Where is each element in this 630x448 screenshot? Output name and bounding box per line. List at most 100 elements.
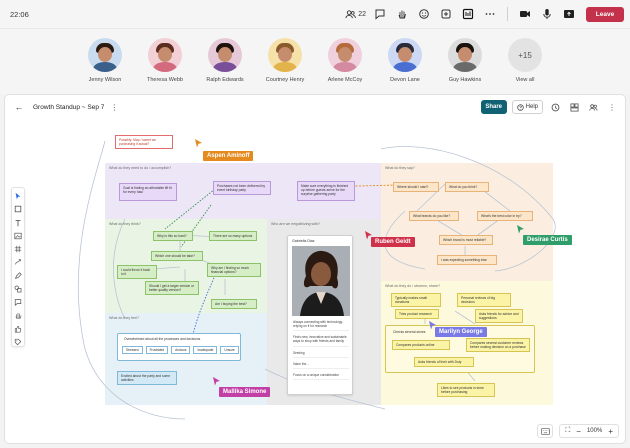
pointer-icon <box>15 192 21 200</box>
avatar <box>268 38 302 72</box>
feel-tag[interactable]: Frustrated <box>145 346 169 354</box>
fit-to-screen-icon[interactable]: ⛶ <box>565 427 571 434</box>
sticky-note-think-2[interactable]: There are so many options <box>209 231 257 242</box>
sticky-note-hear-1[interactable]: Typically makes small donations <box>391 293 441 308</box>
camera-button[interactable] <box>514 4 536 24</box>
sticky-note-say-5[interactable]: Which brand is most reliable? <box>439 235 493 246</box>
tag-tool[interactable] <box>13 338 23 346</box>
participants-button[interactable] <box>586 100 600 114</box>
sticky-note-hear-6[interactable]: Compares products online <box>392 340 450 351</box>
feel-tag[interactable]: Inadequate <box>193 346 218 354</box>
persona-description: Always connecting with technology, relyi… <box>293 320 349 384</box>
zoom-in-button[interactable]: + <box>608 426 613 436</box>
sticky-note-think-1[interactable]: Why is this so hard? <box>153 231 193 242</box>
keyboard-icon <box>541 427 550 435</box>
participant-tile[interactable]: Devon Lane <box>384 38 426 94</box>
hear-group[interactable]: Checks several stores Compares products … <box>385 325 535 373</box>
connector-tool[interactable] <box>13 258 23 266</box>
chat-button[interactable] <box>369 4 391 24</box>
comment-tool[interactable] <box>13 298 23 307</box>
more-icon: ⋮ <box>608 102 616 112</box>
sticky-note-say-6[interactable]: I was expecting something else <box>437 255 497 266</box>
more-icon <box>485 13 495 15</box>
participant-tile[interactable]: Ralph Edwards <box>204 38 246 94</box>
more-button[interactable] <box>479 4 501 24</box>
feel-tag[interactable]: Stressed <box>122 346 143 354</box>
sticky-note-say-1[interactable]: Where should I start? <box>393 182 439 193</box>
share-screen-button[interactable] <box>558 4 580 24</box>
participant-tile[interactable]: Jenny Wilson <box>84 38 126 94</box>
red-note[interactable]: Possibly: Map / sweet we purchasing it a… <box>115 135 173 150</box>
sticky-note-hear-4[interactable]: Asks friends for advice and suggestions <box>475 309 523 324</box>
avatar <box>388 38 422 72</box>
camera-icon <box>520 11 530 17</box>
history-button[interactable] <box>548 100 562 114</box>
leave-button[interactable]: Leave <box>586 6 624 22</box>
participant-tile[interactable]: Theresa Webb <box>144 38 186 94</box>
sticky-note-hear-2[interactable]: Personal reviews of big decisions <box>457 293 511 308</box>
participant-name: Guy Hawkins <box>448 77 482 83</box>
sticky-note-hear-3[interactable]: Tries product research <box>395 309 439 320</box>
avatar <box>148 38 182 72</box>
image-tool[interactable] <box>13 232 23 240</box>
table-tool[interactable] <box>13 245 23 253</box>
sticky-note-think-7[interactable]: Am I buying the best? <box>211 299 257 310</box>
thumbs-up-icon <box>14 325 22 333</box>
arrow-left-icon: ← <box>14 102 24 112</box>
sticky-note-do-1[interactable]: Goal is finding an affordable lift fit f… <box>119 183 177 201</box>
sticky-note-think-5[interactable]: Why am I finding so much financial optio… <box>207 263 261 278</box>
persona-card[interactable]: Gabriella Diaz Always connecting with te… <box>287 235 353 395</box>
sticky-note-hear-9[interactable]: Likes to see products in store before pu… <box>437 383 495 398</box>
hand-tool[interactable] <box>13 311 23 319</box>
mic-button[interactable] <box>536 4 558 24</box>
whiteboard-more-button[interactable]: ⋮ <box>605 100 619 114</box>
sticky-note-hear-8[interactable]: Asks friends of their with Duty <box>414 357 474 368</box>
text-tool[interactable] <box>13 219 23 227</box>
sticky-note-think-6[interactable]: Should I get a larger version or better … <box>145 281 199 296</box>
participant-tile[interactable]: Courtney Henry <box>264 38 306 94</box>
shape-tool[interactable] <box>13 285 23 293</box>
avatar <box>328 38 362 72</box>
share-button[interactable]: Share <box>480 100 507 114</box>
sticky-note-say-2[interactable]: What do you think? <box>445 182 489 193</box>
persona-photo <box>292 246 350 316</box>
sticky-note-do-3[interactable]: Make sure everything is finished up befo… <box>297 181 355 201</box>
feel-tag[interactable]: Anxious <box>171 346 191 354</box>
view-all-participants[interactable]: +15 View all <box>504 38 546 94</box>
whiteboard-header: ← Growth Standup ~ Sep 7 ⋮ Share Help ⋮ <box>5 95 625 119</box>
sticky-note-feel-2[interactable]: Excited about the party and some activit… <box>117 371 177 386</box>
cursor-pointer-icon <box>365 231 372 240</box>
add-app-button[interactable] <box>435 4 457 24</box>
keyboard-button[interactable] <box>537 424 554 438</box>
avatar <box>448 38 482 72</box>
back-button[interactable]: ← <box>11 99 27 115</box>
select-tool[interactable] <box>13 192 23 200</box>
sticky-note-think-4[interactable]: I could throw it back in it <box>117 265 157 280</box>
help-button[interactable]: Help <box>511 100 543 114</box>
reaction-tool[interactable] <box>13 325 23 333</box>
zoom-out-button[interactable]: − <box>576 426 581 436</box>
feel-tag[interactable]: Unsure <box>220 346 239 354</box>
tool-rail <box>11 187 25 347</box>
participant-tile[interactable]: Arlene McCoy <box>324 38 366 94</box>
whiteboard-button[interactable] <box>457 4 479 24</box>
sticky-note-hear-7[interactable]: Compares several customer reviews before… <box>466 338 530 353</box>
sticky-tool[interactable] <box>13 205 23 213</box>
sticky-note-do-2[interactable]: Purchases not been delivered by event bi… <box>213 181 271 195</box>
feel-group[interactable]: Overwhelmed about all the processes and … <box>117 333 241 361</box>
raise-hand-button[interactable] <box>391 4 413 24</box>
cursor-pointer-icon <box>213 377 220 386</box>
meeting-time: 22:06 <box>10 9 29 19</box>
sticky-note-say-4[interactable]: What's the best color in try? <box>477 211 533 222</box>
persona-line: Value the... <box>293 362 349 369</box>
meeting-toolbar: 22:06 22 Leave <box>0 0 630 28</box>
title-more-button[interactable]: ⋮ <box>110 102 119 112</box>
cursor-name-tag: Mallika Simone <box>219 387 271 397</box>
templates-button[interactable] <box>567 100 581 114</box>
people-button[interactable]: 22 <box>345 9 366 20</box>
participant-tile[interactable]: Guy Hawkins <box>444 38 486 94</box>
reactions-button[interactable] <box>413 4 435 24</box>
pen-tool[interactable] <box>13 271 23 280</box>
sticky-note-say-3[interactable]: What brands do you like? <box>409 211 459 222</box>
sticky-note-think-3[interactable]: Which one should be take? <box>151 251 203 262</box>
